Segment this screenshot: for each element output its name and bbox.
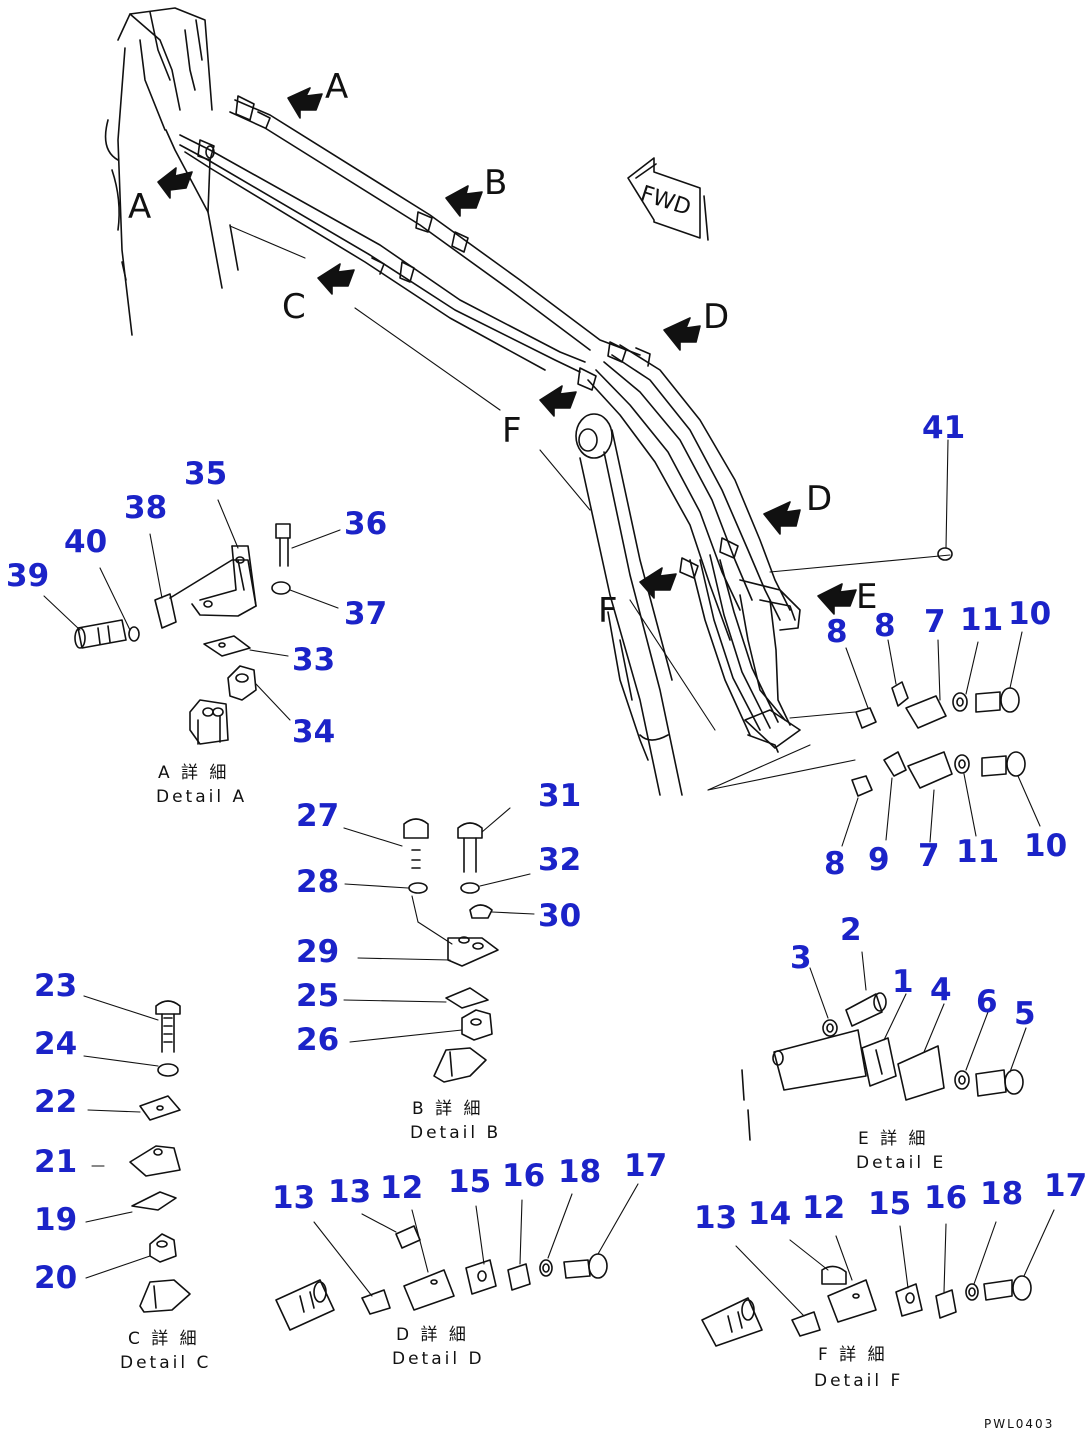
view-letter-f1: F <box>502 411 522 451</box>
arrow-icon-C <box>317 263 355 295</box>
part-number-6: 6 <box>976 984 998 1020</box>
caption-detail-c: Detail C <box>120 1353 211 1373</box>
detail-captions: A 詳 細 Detail A B 詳 細 Detail B E 詳 細 Deta… <box>120 763 946 1391</box>
part-number-8: 8 <box>826 614 848 650</box>
view-arrows <box>157 87 857 615</box>
caption-detail-e-jp: E 詳 細 <box>858 1129 929 1149</box>
detail-e-lower <box>741 951 1027 1141</box>
part-number-40: 40 <box>64 524 107 560</box>
caption-detail-f: Detail F <box>814 1371 903 1391</box>
part-number-10: 10 <box>1024 828 1067 864</box>
view-letter-a2: A <box>128 187 151 227</box>
part-number-15: 15 <box>868 1186 911 1222</box>
arrow-icon-A2 <box>157 167 193 199</box>
part-number-13: 13 <box>694 1200 737 1236</box>
view-letter-c: C <box>282 287 306 327</box>
arrow-icon-F1 <box>539 385 577 417</box>
detail-f <box>701 1209 1055 1347</box>
part-number-12: 12 <box>380 1170 423 1206</box>
view-letter-d2: D <box>806 479 832 519</box>
part-number-1: 1 <box>892 964 914 1000</box>
arrow-icon-E <box>817 583 857 615</box>
detail-a <box>43 499 341 745</box>
part-number-8: 8 <box>824 846 846 882</box>
part-number-11: 11 <box>960 602 1003 638</box>
view-letter-labels: A A B C D D E F F FWD <box>128 67 877 631</box>
caption-detail-e: Detail E <box>856 1153 946 1173</box>
caption-detail-d-jp: D 詳 細 <box>396 1325 469 1345</box>
part-number-16: 16 <box>924 1180 967 1216</box>
view-letter-f2: F <box>598 591 618 631</box>
part-number-7: 7 <box>924 604 946 640</box>
part-number-26: 26 <box>296 1022 339 1058</box>
fwd-arrow-icon <box>627 157 709 241</box>
detail-e <box>841 439 1041 847</box>
part-number-20: 20 <box>34 1260 77 1296</box>
caption-detail-a: Detail A <box>156 787 247 807</box>
drawing-reference: PWL0403 <box>984 1417 1054 1431</box>
part-number-37: 37 <box>344 596 387 632</box>
view-letter-a1: A <box>325 67 348 107</box>
part-number-9: 9 <box>868 842 890 878</box>
part-number-38: 38 <box>124 490 167 526</box>
part-number-25: 25 <box>296 978 339 1014</box>
part-number-10: 10 <box>1008 596 1051 632</box>
part-number-19: 19 <box>34 1202 77 1238</box>
part-number-17: 17 <box>624 1148 667 1184</box>
detail-d <box>275 1183 639 1331</box>
part-number-36: 36 <box>344 506 387 542</box>
fwd-label: FWD <box>637 181 694 221</box>
part-number-28: 28 <box>296 864 339 900</box>
part-number-17: 17 <box>1044 1168 1087 1204</box>
view-letter-e: E <box>856 577 877 617</box>
part-number-3: 3 <box>790 940 812 976</box>
view-letter-d1: D <box>703 297 729 337</box>
part-number-callouts: 41 35 38 40 39 36 37 33 34 8 8 7 11 10 8… <box>6 410 1087 1296</box>
part-number-27: 27 <box>296 798 339 834</box>
caption-detail-a-jp: A 詳 細 <box>158 763 229 783</box>
part-number-13: 13 <box>328 1174 371 1210</box>
part-number-5: 5 <box>1014 996 1036 1032</box>
part-number-12: 12 <box>802 1190 845 1226</box>
part-number-30: 30 <box>538 898 581 934</box>
caption-detail-f-jp: F 詳 細 <box>818 1345 888 1365</box>
part-number-2: 2 <box>840 912 862 948</box>
part-number-15: 15 <box>448 1164 491 1200</box>
detail-c <box>83 995 191 1313</box>
arrow-icon-A1 <box>287 87 323 119</box>
part-number-16: 16 <box>502 1158 545 1194</box>
part-number-39: 39 <box>6 558 49 594</box>
part-number-13: 13 <box>272 1180 315 1216</box>
part-number-8: 8 <box>874 608 896 644</box>
part-number-11: 11 <box>956 834 999 870</box>
part-number-18: 18 <box>980 1176 1023 1212</box>
part-number-21: 21 <box>34 1144 77 1180</box>
caption-detail-b-jp: B 詳 細 <box>412 1099 483 1119</box>
part-number-34: 34 <box>292 714 335 750</box>
caption-detail-c-jp: C 詳 細 <box>128 1329 200 1349</box>
part-number-23: 23 <box>34 968 77 1004</box>
arrow-icon-D1 <box>663 317 701 351</box>
part-number-35: 35 <box>184 456 227 492</box>
part-number-22: 22 <box>34 1084 77 1120</box>
part-number-18: 18 <box>558 1154 601 1190</box>
arrow-icon-B <box>445 185 483 217</box>
part-number-31: 31 <box>538 778 581 814</box>
arm-structure <box>104 7 951 796</box>
part-number-33: 33 <box>292 642 335 678</box>
part-number-7: 7 <box>918 838 940 874</box>
part-number-4: 4 <box>930 972 952 1008</box>
part-number-14: 14 <box>748 1196 791 1232</box>
part-number-41: 41 <box>922 410 965 446</box>
part-number-29: 29 <box>296 934 339 970</box>
view-letter-b: B <box>484 163 507 203</box>
part-number-32: 32 <box>538 842 581 878</box>
arrow-icon-D2 <box>763 501 801 535</box>
caption-detail-b: Detail B <box>410 1123 501 1143</box>
part-number-24: 24 <box>34 1026 77 1062</box>
caption-detail-d: Detail D <box>392 1349 485 1369</box>
detail-b <box>343 807 535 1083</box>
arrow-icon-F2 <box>639 567 677 599</box>
